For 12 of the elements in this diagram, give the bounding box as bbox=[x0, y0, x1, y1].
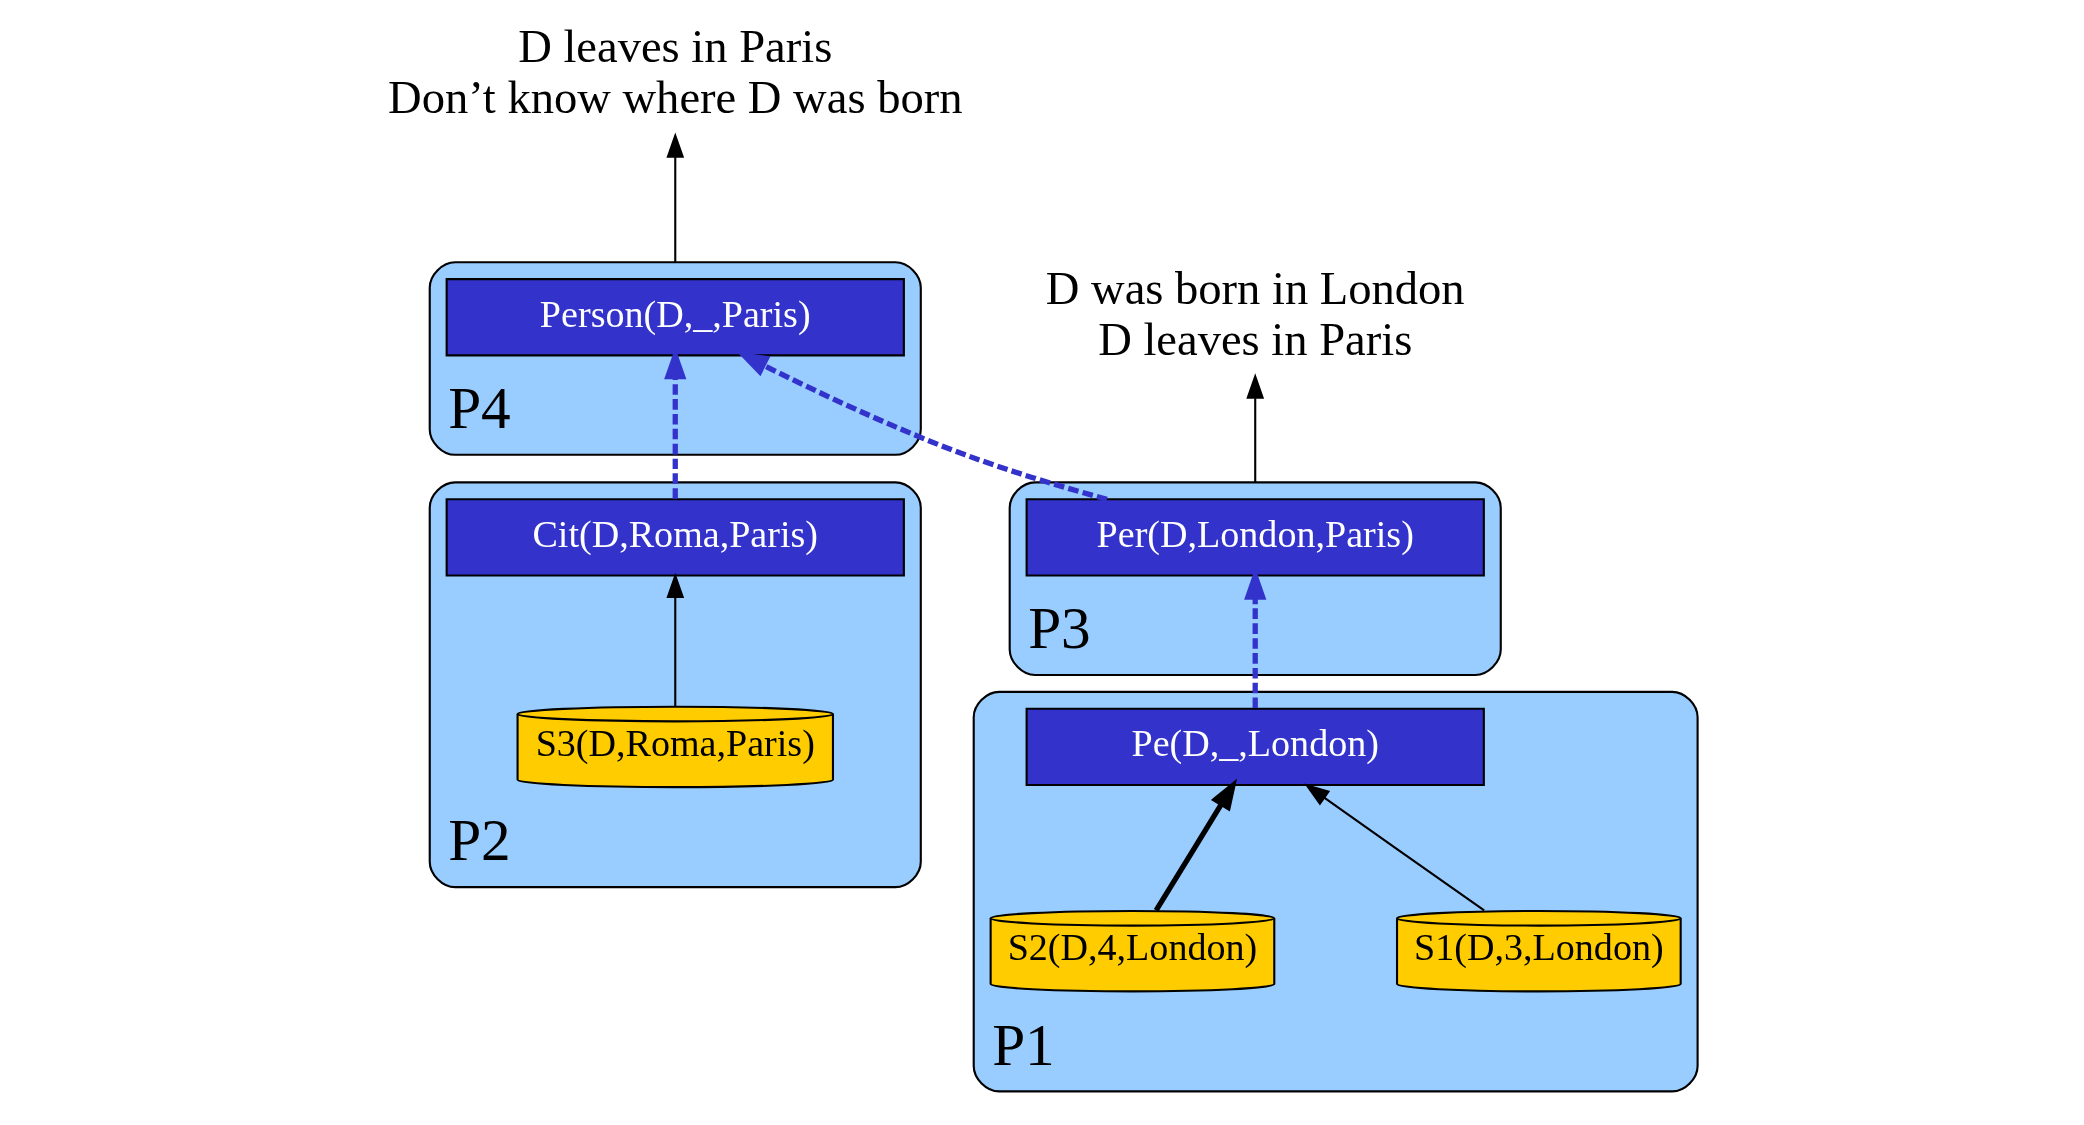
node-box: Pe(D,_,London) bbox=[1025, 707, 1485, 787]
node-box: Per(D,London,Paris) bbox=[1025, 498, 1485, 577]
node-text: D leaves in Paris Don’t know where D was born bbox=[387, 21, 962, 124]
arrow bbox=[1245, 373, 1264, 483]
arrow bbox=[1303, 783, 1485, 912]
node-box: Cit(D,Roma,Paris) bbox=[445, 498, 905, 577]
arrow bbox=[1153, 778, 1237, 912]
arrow bbox=[665, 572, 684, 707]
arrow bbox=[736, 351, 1108, 502]
node-box: Person(D,_,Paris) bbox=[445, 278, 905, 357]
arrow bbox=[665, 132, 684, 263]
node-text: D was born in London D leaves in Paris bbox=[1045, 262, 1465, 365]
